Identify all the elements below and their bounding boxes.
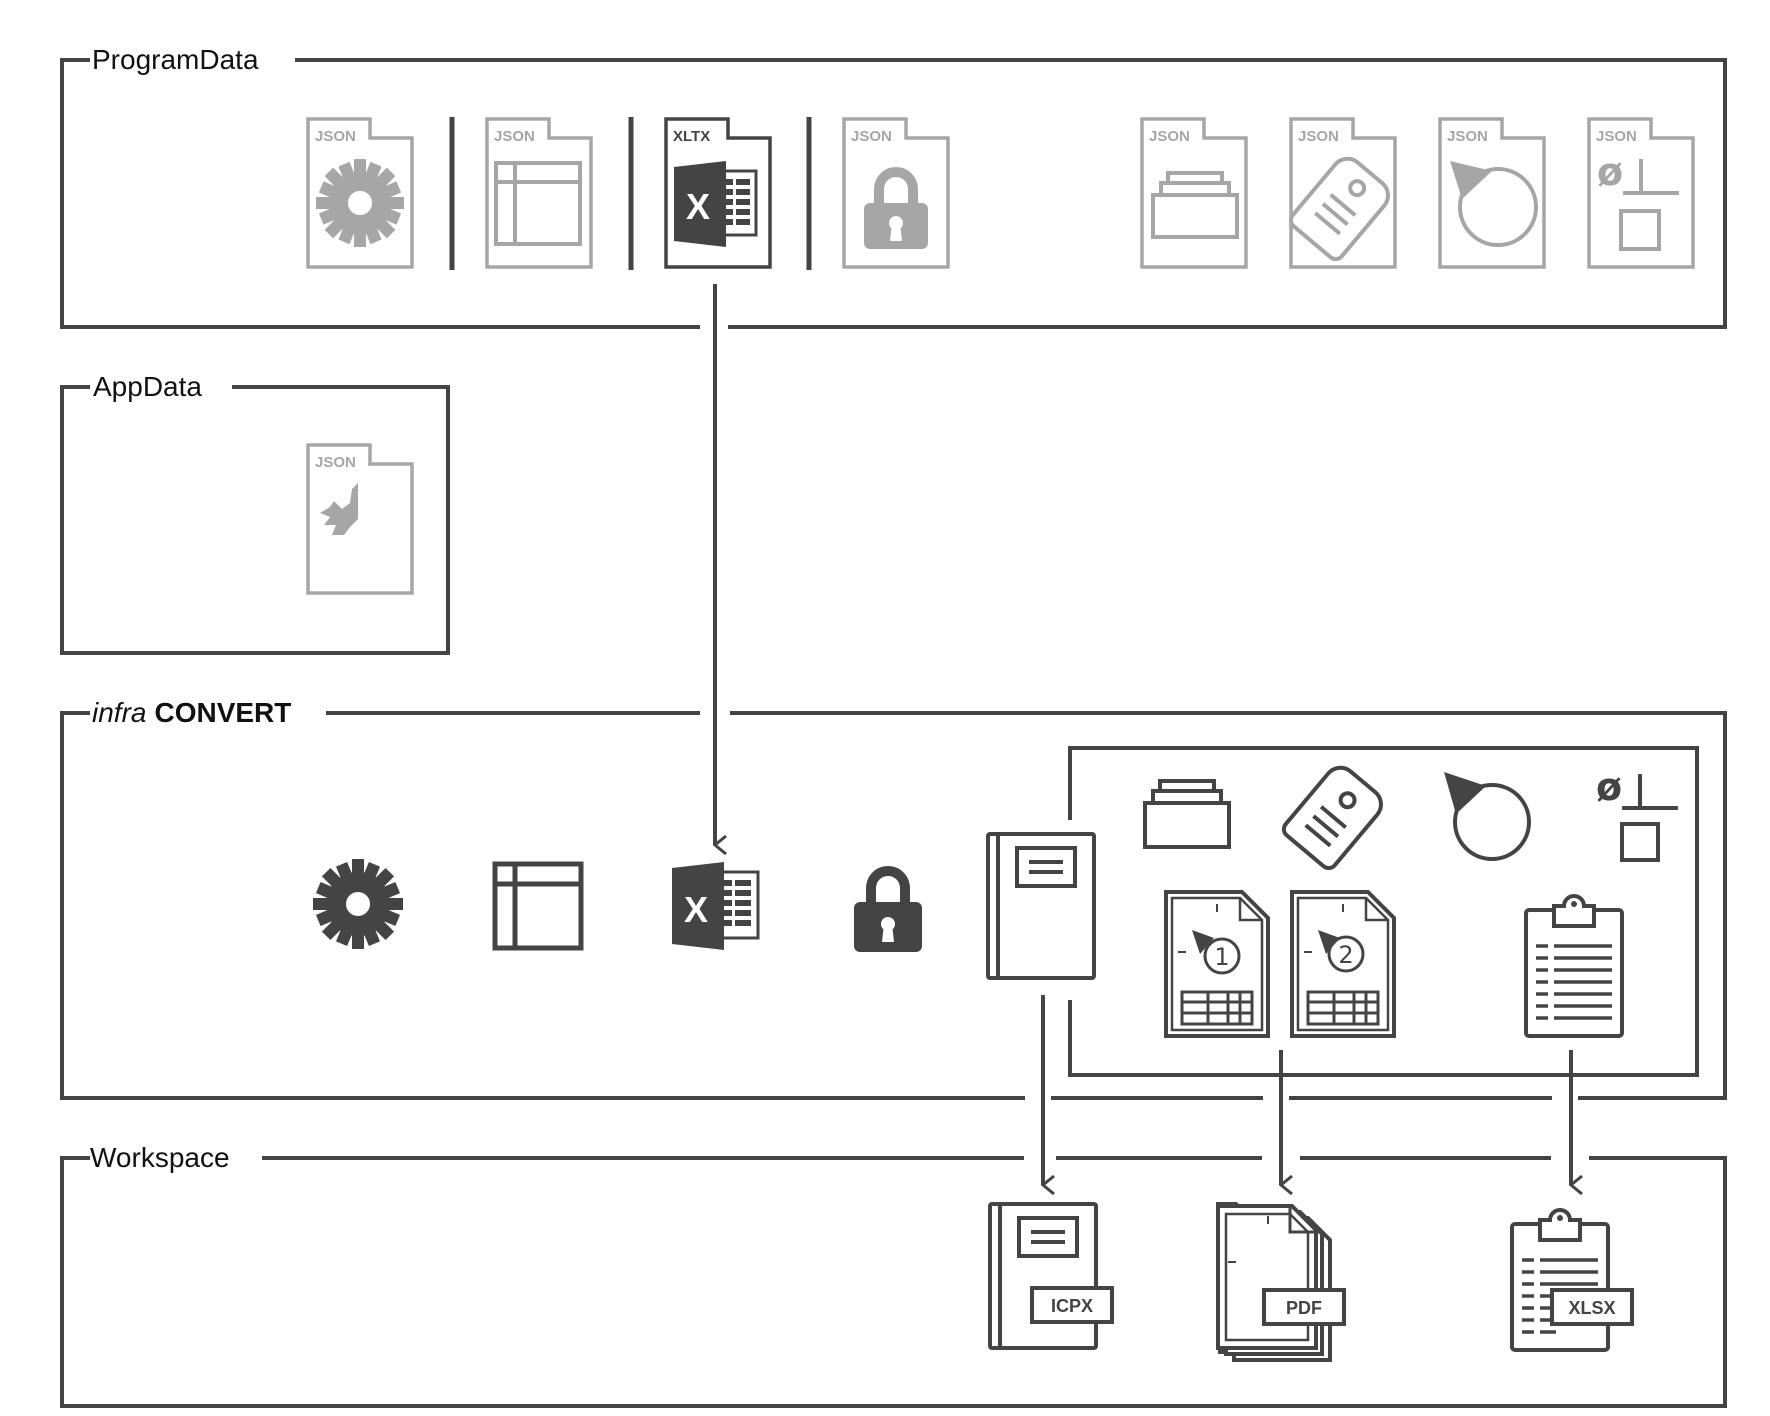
json-tag: JSON — [851, 128, 892, 145]
icpx-project-icon: ICPX — [988, 1202, 1114, 1350]
xlsx-tag: XLSX — [1568, 1298, 1615, 1318]
phi-symbol: ø — [1597, 150, 1623, 194]
report-1-icon: 1 — [1164, 890, 1270, 1038]
excel-letter: X — [684, 889, 708, 930]
symbol-icon: ø — [1596, 765, 1678, 862]
settings-json-file-icon: JSON — [306, 117, 414, 269]
xlsx-list-icon: XLSX — [1510, 1208, 1634, 1352]
workspace-frame — [60, 1156, 1727, 1408]
excel-icon: X — [672, 862, 760, 950]
report-2-icon: 2 — [1290, 890, 1396, 1038]
json-tag: JSON — [1596, 128, 1637, 145]
convert-label-bold: CONVERT — [154, 697, 291, 728]
json-tag: JSON — [494, 128, 535, 145]
programdata-label: ProgramData — [92, 44, 259, 75]
report-sources-frame — [1068, 746, 1699, 1077]
infra-convert-label: infra CONVERT — [92, 697, 291, 728]
marker-json-file-icon: JSON — [1438, 117, 1546, 269]
layers-icon — [1143, 779, 1231, 849]
json-tag: JSON — [315, 128, 356, 145]
table-json-file-icon: JSON — [485, 117, 593, 269]
xltx-tag: XLTX — [673, 128, 710, 145]
user-settings-json-file-icon: JSON — [306, 443, 414, 595]
excel-letter: X — [686, 186, 710, 227]
phi-symbol: ø — [1596, 765, 1622, 809]
report-1-number: 1 — [1214, 943, 1229, 971]
marker-icon — [1444, 772, 1531, 861]
flow-arrows — [715, 284, 1571, 1185]
xltx-template-file-icon: XLTX X — [664, 117, 772, 269]
workspace-label: Workspace — [90, 1142, 230, 1173]
layers-json-file-icon: JSON — [1140, 117, 1248, 269]
project-book-icon — [986, 832, 1096, 980]
pdf-document-stack: PDF — [1216, 1204, 1346, 1362]
appdata-label: AppData — [93, 371, 202, 402]
symbol-json-file-icon: JSON ø — [1587, 117, 1695, 269]
programdata-dividers — [449, 117, 812, 270]
infra-convert-frame — [60, 711, 1727, 1100]
appdata-frame — [60, 385, 450, 655]
lock-icon — [854, 866, 922, 952]
gear-icon — [313, 859, 403, 949]
json-tag: JSON — [315, 454, 356, 471]
tag-icon — [1281, 765, 1383, 871]
table-icon — [492, 861, 584, 951]
icpx-tag: ICPX — [1051, 1296, 1093, 1316]
json-tag: JSON — [1149, 128, 1190, 145]
tag-json-file-icon: JSON — [1288, 117, 1397, 269]
json-tag: JSON — [1447, 128, 1488, 145]
report-2-number: 2 — [1338, 941, 1353, 969]
programdata-frame — [60, 58, 1727, 329]
infra-label-italic: infra — [92, 697, 146, 728]
clipboard-list-icon — [1524, 894, 1624, 1038]
pdf-tag: PDF — [1286, 1298, 1322, 1318]
json-tag: JSON — [1298, 128, 1339, 145]
lock-json-file-icon: JSON — [842, 117, 950, 269]
